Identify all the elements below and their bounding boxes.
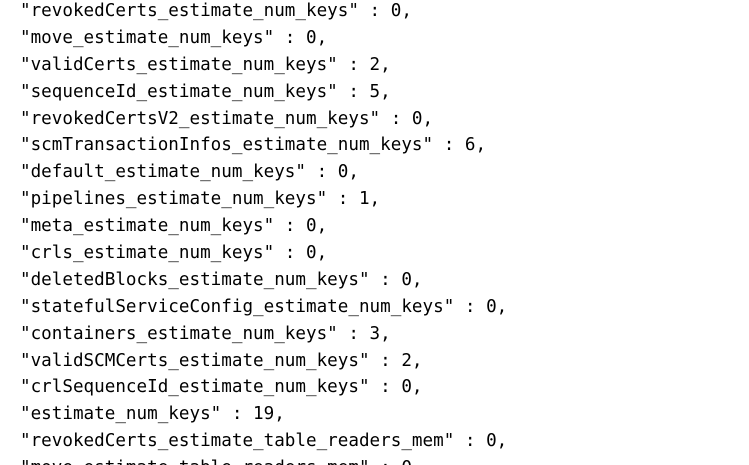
json-line: "revokedCerts_estimate_num_keys" : 0, [20, 1, 412, 21]
json-line: "revokedCertsV2_estimate_num_keys" : 0, [20, 108, 434, 129]
json-line: "containers_estimate_num_keys" : 3, [20, 323, 391, 344]
json-line: "default_estimate_num_keys" : 0, [20, 162, 359, 183]
json-line: "estimate_num_keys" : 19, [20, 404, 285, 425]
json-line: "pipelines_estimate_num_keys" : 1, [20, 189, 381, 210]
json-line: "validSCMCerts_estimate_num_keys" : 2, [20, 350, 423, 371]
json-line: "crls_estimate_num_keys" : 0, [20, 243, 328, 264]
json-line: "deletedBlocks_estimate_num_keys" : 0, [20, 269, 423, 290]
json-line: "validCerts_estimate_num_keys" : 2, [20, 54, 391, 75]
json-line: "scmTransactionInfos_estimate_num_keys" … [20, 135, 487, 156]
json-line: "move_estimate_num_keys" : 0, [20, 27, 328, 48]
json-line: "sequenceId_estimate_num_keys" : 5, [20, 81, 391, 102]
json-line: "crlSequenceId_estimate_num_keys" : 0, [20, 377, 423, 398]
json-line: "move_estimate_table_readers_mem" : 0, [0, 455, 749, 465]
json-line: "statefulServiceConfig_estimate_num_keys… [20, 296, 508, 317]
json-line: "revokedCerts_estimate_table_readers_mem… [20, 431, 508, 452]
json-line: "meta_estimate_num_keys" : 0, [20, 216, 328, 237]
